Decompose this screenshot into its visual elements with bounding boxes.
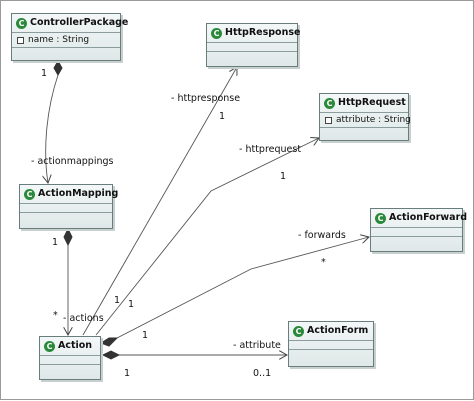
mult-actions-target: * bbox=[53, 310, 58, 321]
role-actionmappings: - actionmappings bbox=[31, 156, 114, 167]
mult-attribute-target: 0..1 bbox=[253, 368, 272, 379]
class-name: HttpRequest bbox=[338, 97, 406, 108]
class-httprequest[interactable]: C HttpRequest attribute : String bbox=[319, 93, 411, 141]
attributes-compartment bbox=[20, 204, 112, 213]
mult-actionmapping-source: 1 bbox=[52, 237, 59, 248]
class-icon: C bbox=[211, 27, 222, 39]
operations-compartment bbox=[20, 213, 112, 221]
class-actionform[interactable]: C ActionForm bbox=[288, 321, 374, 367]
role-httpresponse: - httpresponse bbox=[171, 93, 241, 104]
mult-httpresponse-target: 1 bbox=[219, 111, 226, 122]
class-name: ActionForm bbox=[307, 325, 369, 336]
operations-compartment bbox=[289, 350, 373, 358]
class-action[interactable]: C Action bbox=[39, 336, 101, 380]
class-attribute: attribute : String bbox=[320, 113, 411, 128]
class-actionmapping[interactable]: C ActionMapping bbox=[19, 184, 118, 229]
class-icon: C bbox=[44, 340, 55, 352]
attributes-compartment bbox=[371, 228, 462, 237]
mult-forwards-source: 1 bbox=[142, 330, 149, 341]
class-name: ActionForward bbox=[389, 212, 468, 223]
mult-forwards-target: * bbox=[321, 257, 326, 268]
operations-compartment bbox=[371, 237, 462, 245]
class-name: HttpResponse bbox=[225, 27, 301, 38]
class-attribute: name : String bbox=[12, 33, 120, 48]
role-forwards: - forwards bbox=[298, 230, 346, 241]
class-header: C ControllerPackage bbox=[12, 14, 128, 33]
operations-compartment bbox=[12, 48, 120, 56]
role-attribute: - attribute bbox=[233, 340, 281, 351]
mult-httprequest-target: 1 bbox=[280, 171, 287, 182]
mult-httprequest-source: 1 bbox=[128, 299, 135, 310]
class-httpresponse[interactable]: C HttpResponse bbox=[206, 23, 301, 67]
role-actions: - actions bbox=[63, 313, 104, 324]
class-name: Action bbox=[58, 340, 93, 351]
class-icon: C bbox=[375, 212, 386, 224]
assoc-httpresponse-line bbox=[82, 67, 237, 336]
mult-controllerpackage-source: 1 bbox=[41, 68, 48, 79]
composition-diamond-actionmapping bbox=[63, 227, 73, 247]
attribute-icon bbox=[17, 36, 24, 44]
role-httprequest: - httprequest bbox=[239, 144, 302, 155]
mult-httpresponse-source: 1 bbox=[114, 295, 121, 306]
attribute-icon bbox=[325, 116, 332, 124]
operations-compartment bbox=[320, 128, 408, 136]
class-actionforward[interactable]: C ActionForward bbox=[370, 208, 467, 252]
assoc-actionmappings-line bbox=[46, 74, 59, 183]
mult-attribute-source: 1 bbox=[124, 368, 131, 379]
attribute-text: name : String bbox=[28, 35, 90, 45]
class-header: C ActionForward bbox=[371, 209, 467, 228]
class-name: ControllerPackage bbox=[30, 17, 129, 28]
class-name: ActionMapping bbox=[38, 188, 119, 199]
class-header: C HttpRequest bbox=[320, 94, 408, 113]
class-header: C ActionMapping bbox=[20, 185, 118, 204]
composition-diamond-action-attribute bbox=[101, 350, 121, 360]
operations-compartment bbox=[40, 365, 100, 373]
attributes-compartment bbox=[207, 43, 297, 52]
operations-compartment bbox=[207, 52, 297, 60]
class-header: C ActionForm bbox=[289, 322, 373, 341]
class-icon: C bbox=[24, 188, 35, 200]
composition-diamond-action-forwards bbox=[99, 337, 119, 347]
attribute-text: attribute : String bbox=[336, 115, 411, 125]
assoc-httprequest-line bbox=[95, 138, 319, 336]
class-icon: C bbox=[16, 17, 27, 29]
assoc-forwards-line bbox=[116, 237, 369, 339]
class-header: C HttpResponse bbox=[207, 24, 301, 43]
attributes-compartment bbox=[289, 341, 373, 350]
class-header: C Action bbox=[40, 337, 100, 356]
class-icon: C bbox=[293, 325, 304, 337]
attributes-compartment bbox=[40, 356, 100, 365]
class-icon: C bbox=[324, 97, 335, 109]
class-controllerpackage[interactable]: C ControllerPackage name : String bbox=[11, 13, 128, 61]
composition-diamond-controllerpackage bbox=[53, 59, 63, 77]
